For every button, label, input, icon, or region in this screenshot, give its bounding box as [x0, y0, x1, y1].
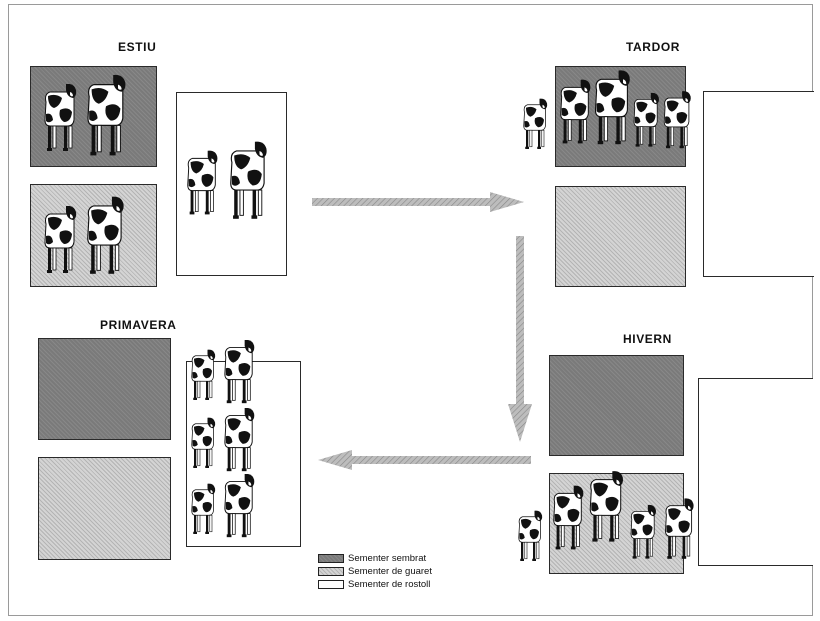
legend-label: Sementer sembrat	[348, 553, 427, 564]
cow-icon	[553, 485, 584, 550]
legend-swatch-sown	[318, 554, 344, 563]
field-stubble-tardor	[703, 91, 814, 277]
cow-icon	[191, 417, 216, 469]
cow-icon	[191, 483, 216, 535]
legend-item-sown: Sementer sembrat	[318, 552, 432, 565]
cow-icon	[665, 498, 695, 560]
cow-icon	[518, 510, 543, 562]
cow-icon	[44, 206, 77, 274]
season-label-hivern: HIVERN	[623, 332, 672, 346]
cow-icon	[87, 74, 127, 157]
legend-label: Sementer de rostoll	[348, 579, 431, 590]
cow-icon	[224, 408, 255, 472]
field-fallow-tardor	[555, 186, 686, 287]
arrow-right-icon	[312, 192, 524, 212]
diagram-frame	[8, 4, 813, 616]
season-label-estiu: ESTIU	[118, 40, 157, 54]
cow-icon	[191, 349, 216, 401]
cow-herd-primavera-stubble	[191, 340, 255, 538]
field-fallow-primavera	[38, 457, 171, 560]
season-label-primavera: PRIMAVERA	[100, 318, 177, 332]
cow-herd-estiu-stubble	[187, 141, 268, 220]
season-label-tardor: TARDOR	[626, 40, 681, 54]
legend-item-fallow: Sementer de guaret	[318, 565, 432, 578]
cow-icon	[187, 150, 218, 215]
cow-herd-estiu-sown	[44, 74, 127, 157]
legend-label: Sementer de guaret	[348, 566, 432, 577]
field-sown-hivern	[549, 355, 684, 456]
cow-icon	[663, 90, 692, 149]
legend-item-stubble: Sementer de rostoll	[318, 578, 432, 591]
cow-icon	[523, 98, 548, 150]
field-stubble-hivern	[698, 378, 813, 566]
cow-icon	[630, 504, 657, 560]
legend-swatch-fallow	[318, 567, 344, 576]
cow-icon	[224, 340, 255, 404]
cow-icon	[594, 69, 631, 145]
cow-herd-tardor-sown	[523, 69, 692, 150]
cow-icon	[633, 92, 660, 148]
cow-icon	[560, 79, 591, 144]
cow-icon	[44, 84, 77, 152]
cow-icon	[87, 196, 125, 275]
cow-icon	[589, 470, 624, 543]
cow-herd-estiu-fallow	[44, 196, 125, 275]
cow-icon	[224, 474, 255, 538]
legend: Sementer sembrat Sementer de guaret Seme…	[318, 552, 432, 591]
arrow-left-icon	[318, 450, 531, 470]
arrow-down-icon	[508, 236, 532, 442]
cow-icon	[230, 141, 268, 220]
cow-herd-hivern-fallow	[518, 470, 695, 562]
legend-swatch-stubble	[318, 580, 344, 589]
field-sown-primavera	[38, 338, 171, 440]
